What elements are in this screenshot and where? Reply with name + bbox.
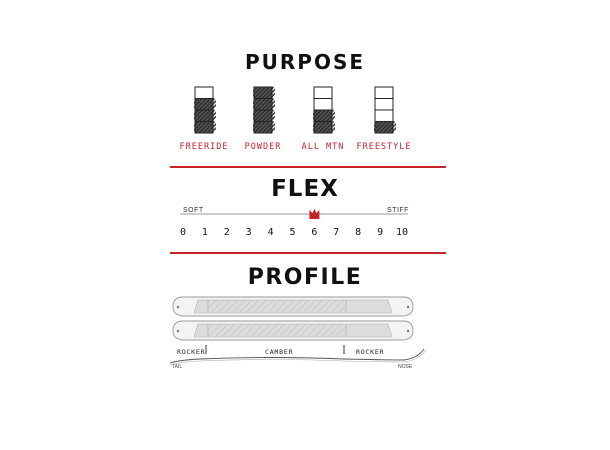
purpose-segment-empty [313,98,333,111]
profile-heading: PROFILE [247,265,363,290]
flex-heading: FLEX [271,176,339,202]
profile-tail-label: TAIL [172,364,183,370]
purpose-bar [313,86,335,134]
flex-tick-label: 4 [268,227,274,238]
flex-stiff-label: STIFF [387,207,409,214]
purpose-segment-empty [313,86,333,99]
profile-diagram [169,296,427,366]
flex-tick-label: 7 [333,227,339,238]
purpose-bar [194,86,216,134]
purpose-segment-empty [374,109,394,122]
flex-tick-label: 2 [224,227,230,238]
purpose-item: FREESTYLE [354,86,414,156]
purpose-segment-empty [374,86,394,99]
purpose-segment-empty [374,98,394,111]
purpose-item: FREERIDE [174,86,234,156]
purpose-label: FREERIDE [179,142,229,152]
flex-tick-label: 0 [180,227,186,238]
purpose-segment-empty [194,86,214,99]
profile-right-rocker-label: ROCKER [356,348,385,356]
profile-left-rocker-label: ROCKER [177,348,206,356]
section-divider-1 [170,166,446,168]
purpose-bar [253,86,275,134]
purpose-heading: PURPOSE [244,50,366,74]
purpose-item: ALL MTN [293,86,353,156]
flex-soft-label: SOFT [183,207,204,214]
flex-tick-label: 6 [311,227,317,238]
profile-nose-label: NOSE [398,364,413,370]
purpose-label: ALL MTN [301,142,345,152]
flex-tick-label: 9 [377,227,383,238]
profile-board-top [172,296,414,317]
purpose-bar [374,86,396,134]
purpose-label: POWDER [244,142,282,152]
profile-board-bottom [172,320,414,341]
flex-tick-label: 1 [202,227,208,238]
purpose-label: FREESTYLE [356,142,412,152]
flex-rating-marker [309,209,320,219]
section-divider-2 [170,252,446,254]
flex-tick-label: 8 [355,227,361,238]
flex-scale: 0 1 2 3 4 5 6 7 8 9 10 [180,209,408,238]
flex-tick-label: 5 [289,227,295,238]
purpose-item: POWDER [233,86,293,156]
side-profile-line [169,348,425,364]
flex-tick-label: 3 [246,227,252,238]
profile-camber-label: CAMBER [265,348,294,356]
flex-tick-label: 10 [396,227,408,238]
